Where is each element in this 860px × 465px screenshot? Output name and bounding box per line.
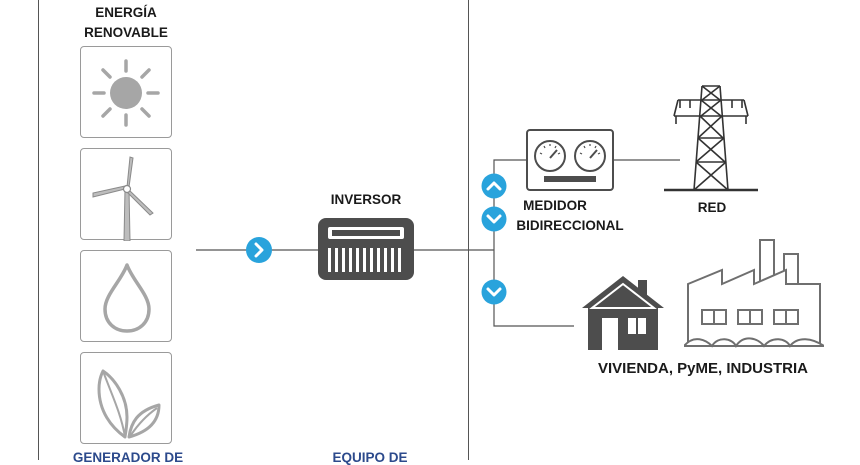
middle-divider: [468, 0, 469, 460]
transmission-tower-icon: [664, 85, 758, 192]
leaf-biomass-icon: [97, 369, 161, 439]
source-title-line1: ENERGÍA: [95, 5, 157, 20]
house-icon: [582, 276, 664, 350]
flow-arrow-right-icon: [246, 237, 272, 263]
sun-card: [80, 46, 172, 138]
flow-arrow-up-icon: [481, 173, 507, 199]
consumers-label: VIVIENDA, PyME, INDUSTRIA: [597, 360, 809, 377]
water-card: [80, 250, 172, 342]
meter-label-line2: BIDIRECCIONAL: [516, 218, 624, 233]
left-divider: [38, 0, 39, 460]
meter-label-line1: MEDIDOR: [523, 198, 587, 213]
factory-icon: [684, 239, 824, 348]
biomass-card: [80, 352, 172, 444]
flow-arrow-down-icon: [481, 206, 507, 232]
bidirectional-meter-icon: [526, 129, 614, 191]
flow-arrow-down-icon: [481, 279, 507, 305]
source-title-line2: RENOVABLE: [84, 25, 168, 40]
grid-label: RED: [697, 200, 727, 215]
inverter-label: INVERSOR: [330, 192, 402, 207]
wind-turbine-icon: [92, 156, 154, 241]
water-drop-icon: [103, 263, 151, 333]
inverter-icon: [318, 218, 414, 280]
wind-card: [80, 148, 172, 241]
sun-icon: [92, 59, 160, 127]
